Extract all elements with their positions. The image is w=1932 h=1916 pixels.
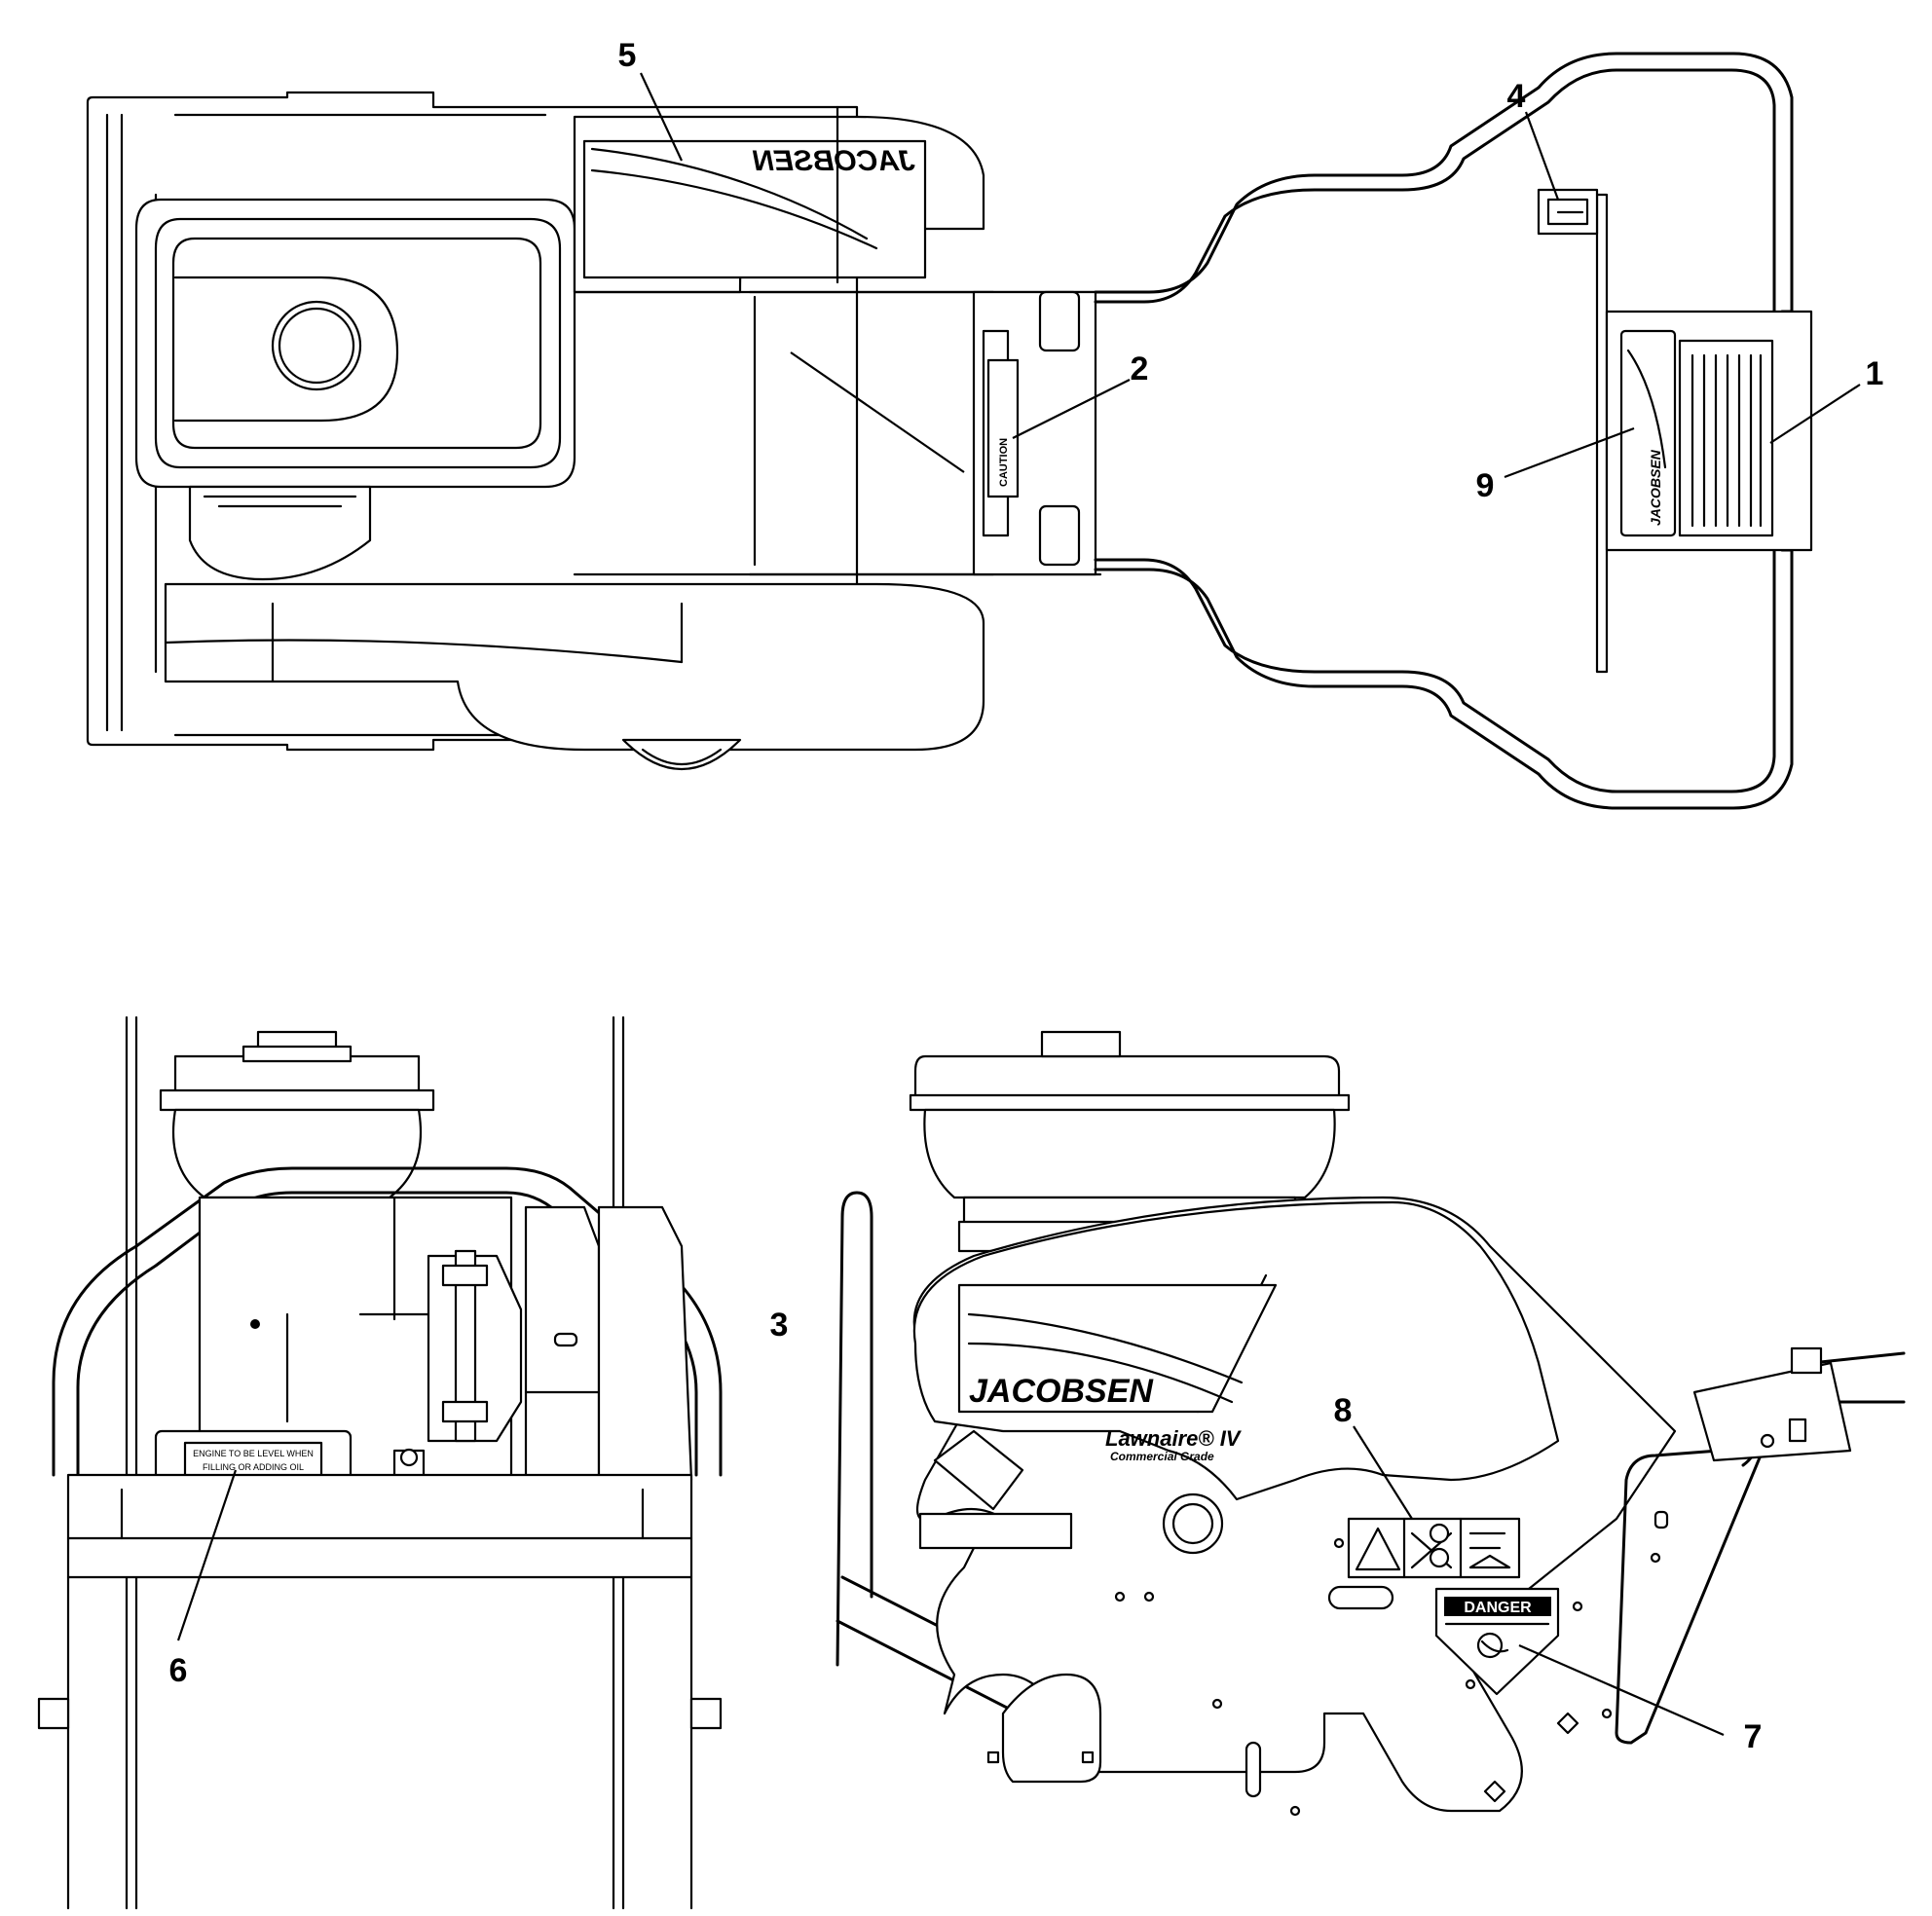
callout-2: 2 [1131,350,1149,387]
danger-decal: DANGER [1434,1587,1560,1696]
front-view-aerator: ENGINE TO BE LEVEL WHEN FILLING OR ADDIN… [37,1015,723,1910]
callout-6: 6 [169,1652,188,1689]
product-grade: Commercial Grade [1110,1450,1214,1463]
callout-3: 3 [770,1307,789,1344]
oil-notice-line2: FILLING OR ADDING OIL [203,1462,304,1472]
callout-numbers: 1 2 3 4 5 6 7 8 9 [169,37,1884,1755]
brand-logo-side: JACOBSEN [969,1373,1154,1410]
instruction-decal [1678,339,1774,537]
brand-logo-top-mirrored: JACOBSEN [752,145,915,177]
oil-notice-line1: ENGINE TO BE LEVEL WHEN [193,1449,314,1458]
caution-decal-label: CAUTION [998,438,1010,487]
callout-4: 4 [1507,78,1526,115]
brand-decal-side [957,1283,1278,1414]
side-view-aerator: JACOBSEN Lawnaire® IV Commercial Grade [836,1030,1906,1817]
caution-decal [986,358,1020,498]
top-view-aerator: JACOBSEN CAUTION [86,52,1813,810]
callout-1: 1 [1866,355,1884,392]
instruction-decal-text-lines [1690,353,1763,528]
callout-7: 7 [1744,1718,1763,1755]
product-name: Lawnaire® IV [1105,1426,1243,1451]
danger-decal-label: DANGER [1464,1600,1532,1616]
leader-lines [176,72,1861,1737]
callout-8: 8 [1334,1392,1353,1429]
panel-brand-text: JACOBSEN [1648,449,1663,526]
callout-5: 5 [618,37,637,74]
callout-9: 9 [1476,467,1495,504]
warning-icons-decal [1347,1517,1521,1579]
